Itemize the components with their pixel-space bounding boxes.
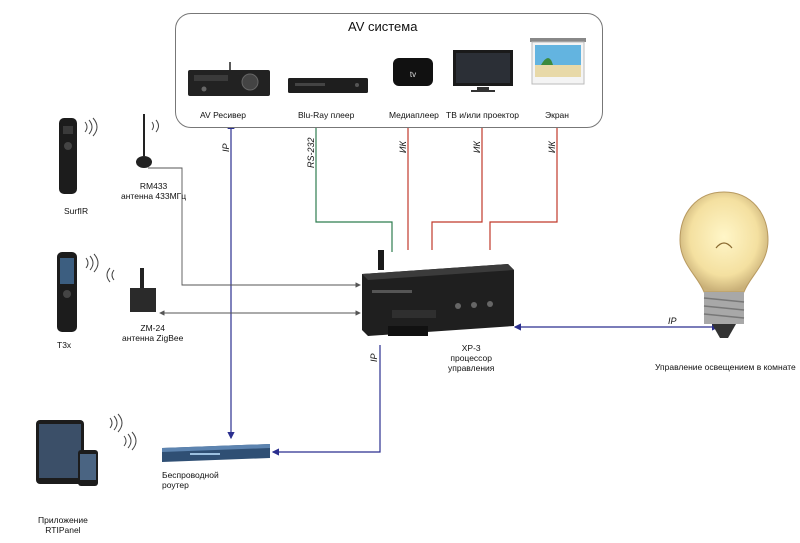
screen-label: Экран: [545, 110, 569, 120]
av-receiver: [186, 62, 272, 98]
xp3-processor: [358, 248, 518, 346]
surfir-remote: [55, 116, 105, 196]
ip-line-processor-router: [271, 345, 381, 456]
tablet-and-phone: [34, 412, 154, 488]
rs232-tag: RS-232: [306, 137, 316, 168]
zm24-antenna: [104, 262, 166, 318]
zm24-label: ZM-24 антенна ZigBee: [122, 323, 184, 343]
ir-tag-screen: ИК: [547, 141, 557, 153]
ir-tag-tv: ИК: [472, 141, 482, 153]
av-receiver-label: AV Ресивер: [200, 110, 246, 120]
tv-label: ТВ и/или проектор: [446, 110, 520, 120]
media-player-label: Медиаплеер: [389, 110, 439, 120]
router-label: Беспроводной роутер: [162, 470, 219, 490]
app-label: Приложение RTIPanel: [38, 515, 88, 535]
av-system-title: AV система: [348, 19, 418, 34]
ir-tag-mediaplayer: ИК: [398, 141, 408, 153]
rs232-line: [315, 123, 393, 252]
surfir-label: SurfIR: [64, 206, 89, 216]
bluray-player: [287, 76, 369, 96]
wireless-router: [160, 440, 272, 466]
rm433-line: [148, 167, 361, 288]
rm433-antenna: [120, 112, 170, 172]
ip-tag-lighting: IP: [668, 316, 677, 326]
projector-screen: [529, 37, 587, 97]
light-bulb: [676, 188, 772, 352]
xp3-label: XP-3 процессор управления: [448, 343, 495, 373]
tv: [451, 47, 515, 95]
rm433-label: RM433 антенна 433МГц: [121, 181, 187, 201]
ir-line-tv: [431, 123, 483, 250]
ip-tag-processor: IP: [369, 353, 379, 362]
ir-line-screen: [489, 123, 558, 250]
t3x-label: T3x: [57, 340, 72, 350]
svg-text:tv: tv: [410, 70, 416, 79]
t3x-remote: [52, 250, 110, 334]
lighting-label: Управление освещением в комнате: [655, 362, 796, 372]
media-player: tv: [391, 54, 435, 90]
ip-tag-receiver: IP: [221, 143, 231, 152]
bluray-label: Blu-Ray плеер: [298, 110, 355, 120]
